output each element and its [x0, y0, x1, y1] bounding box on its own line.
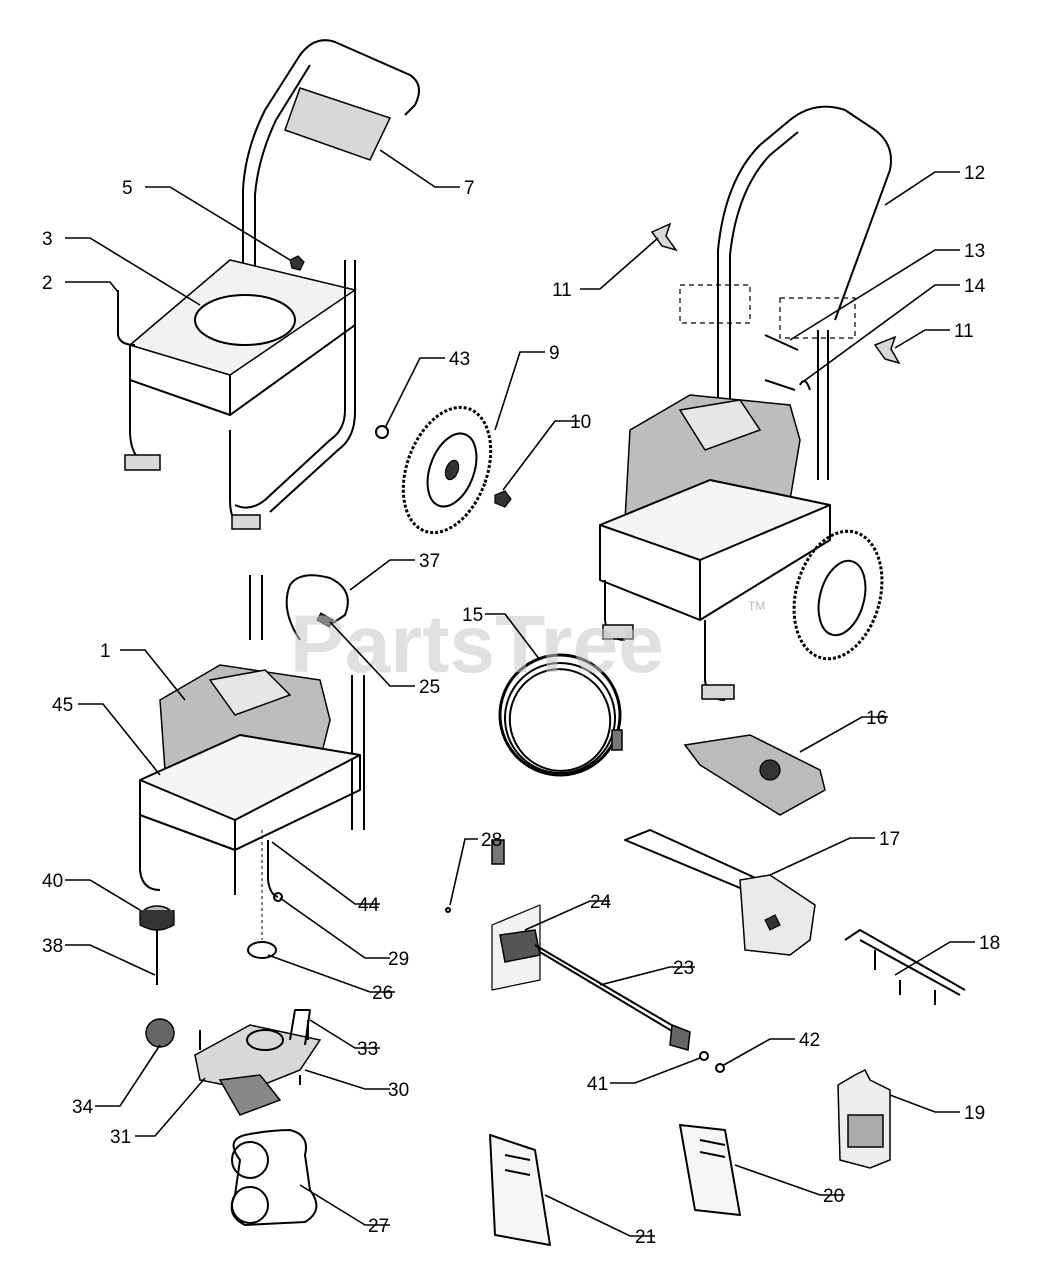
- callout-13: 13: [964, 241, 985, 262]
- callout-42: 42: [799, 1030, 820, 1051]
- callout-40: 40: [42, 871, 63, 892]
- callout-1: 1: [100, 641, 111, 662]
- callout-27: 27: [368, 1216, 389, 1237]
- spray-wand: [445, 904, 725, 1073]
- callout-21: 21: [635, 1227, 656, 1248]
- nozzle-holder: [683, 734, 826, 816]
- watermark-text: PartsTree: [290, 599, 664, 690]
- callout-41: 41: [587, 1074, 608, 1095]
- callout-17: 17: [879, 829, 900, 850]
- callout-7: 7: [464, 178, 475, 199]
- callout-33: 33: [357, 1039, 378, 1060]
- callout-43: 43: [449, 349, 470, 370]
- callout-12: 12: [964, 163, 985, 184]
- hook-bracket: [844, 929, 966, 1005]
- callout-18: 18: [979, 933, 1000, 954]
- foot-and-bolt: [139, 905, 175, 985]
- oil-bottle: [837, 1068, 891, 1169]
- callout-labels: 1 2 3 5 7 9 10 11 11 12 13 14 15 16 17 1…: [42, 163, 1000, 1248]
- callout-15: 15: [462, 605, 483, 626]
- callout-11-right: 11: [954, 321, 974, 342]
- callout-29: 29: [388, 949, 409, 970]
- callout-20: 20: [823, 1186, 844, 1207]
- manuals: [489, 1124, 741, 1246]
- callout-10: 10: [570, 412, 591, 433]
- callout-45: 45: [52, 695, 73, 716]
- pump-assembly: [145, 830, 322, 1226]
- frame-assembly: [117, 39, 420, 530]
- callout-26: 26: [372, 983, 393, 1004]
- callout-19: 19: [964, 1103, 985, 1124]
- callout-3: 3: [42, 229, 53, 250]
- callout-9: 9: [549, 343, 560, 364]
- callout-24: 24: [590, 892, 612, 913]
- callout-11-left: 11: [552, 280, 572, 301]
- spray-gun: [624, 829, 816, 956]
- callout-23: 23: [673, 958, 694, 979]
- engine-frame-assembly: [139, 574, 365, 902]
- callout-34: 34: [72, 1097, 94, 1118]
- callout-5: 5: [122, 178, 133, 199]
- watermark-tm: TM: [748, 599, 765, 613]
- wheel: [375, 405, 512, 535]
- callout-38: 38: [42, 936, 63, 957]
- high-pressure-hose: [491, 653, 623, 865]
- callout-28: 28: [481, 830, 502, 851]
- callout-31: 31: [110, 1127, 131, 1148]
- callout-2: 2: [42, 273, 53, 294]
- callout-25: 25: [419, 677, 440, 698]
- assembled-unit: [599, 105, 901, 701]
- callout-44: 44: [358, 895, 380, 916]
- callout-37: 37: [419, 551, 440, 572]
- leader-lines: [65, 149, 975, 1237]
- callout-16: 16: [866, 708, 887, 729]
- callout-30: 30: [388, 1080, 409, 1101]
- callout-14: 14: [964, 276, 986, 297]
